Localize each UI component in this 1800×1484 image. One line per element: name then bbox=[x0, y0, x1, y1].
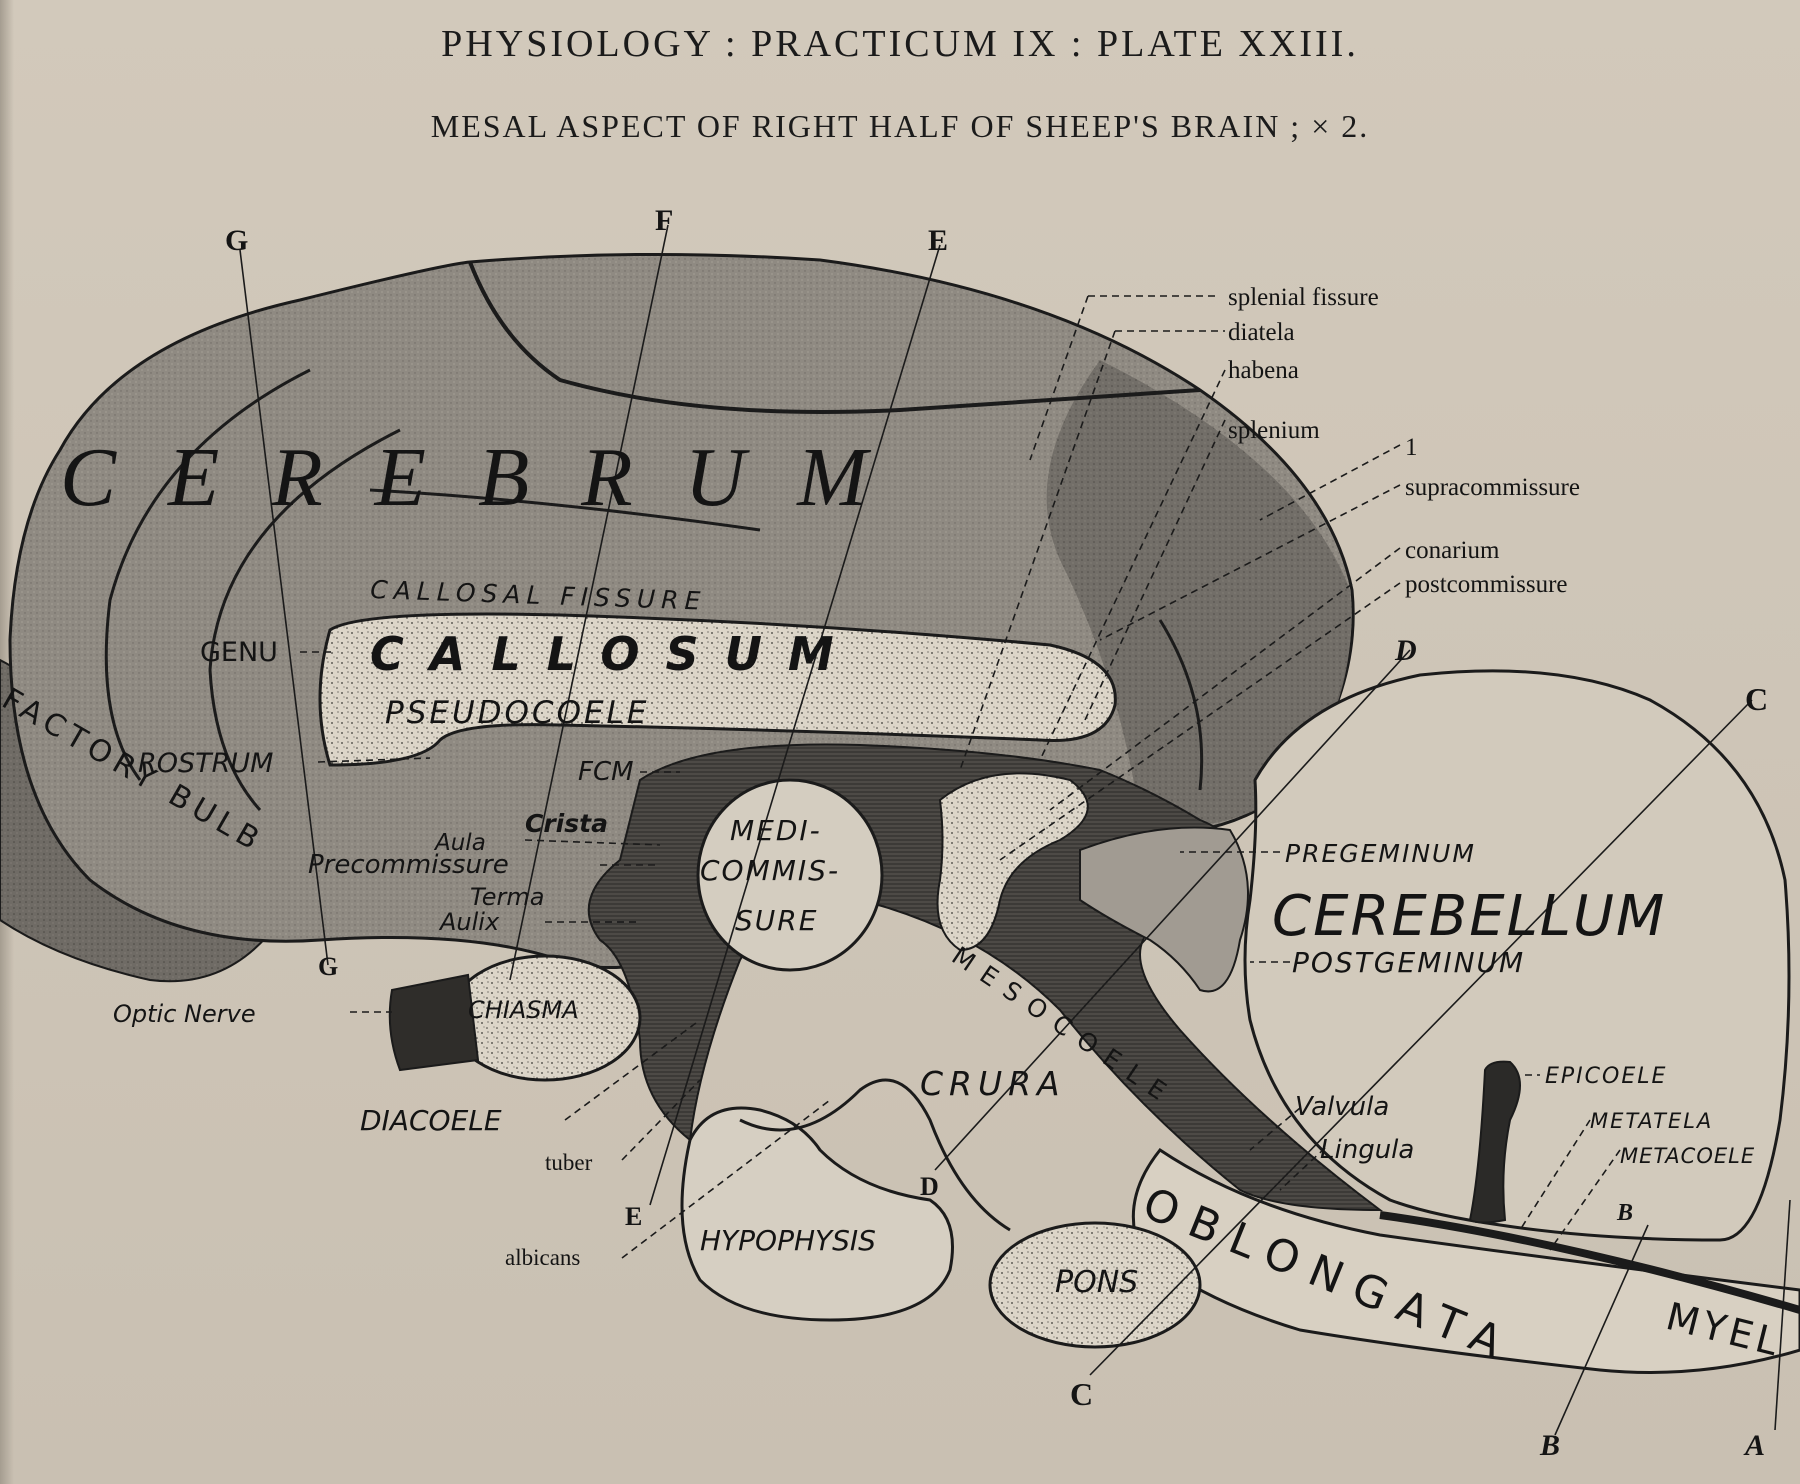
label-terma: Terma bbox=[470, 883, 544, 911]
leader-conarium bbox=[1049, 547, 1401, 811]
plate-title: PHYSIOLOGY : PRACTICUM IX : PLATE XXIII. bbox=[441, 23, 1359, 65]
cerebral-sulcus-arc-1 bbox=[104, 368, 311, 781]
medicommissure-shape bbox=[696, 778, 884, 972]
leader-valvula bbox=[1249, 1107, 1301, 1151]
section-line-c bbox=[1089, 699, 1753, 1376]
label-optic-nerve: Optic Nerve bbox=[113, 1000, 256, 1028]
epicoele-shape bbox=[1468, 1060, 1521, 1224]
label-tuber: tuber bbox=[545, 1150, 593, 1175]
crura-outline bbox=[739, 1078, 1011, 1232]
label-pseudocoele: PSEUDOCOELE bbox=[385, 695, 649, 731]
occipital-shading bbox=[1046, 360, 1352, 826]
label-valvula: Valvula bbox=[1295, 1092, 1389, 1122]
section-letter-c-right: C bbox=[1745, 681, 1768, 717]
leader-postcommissure bbox=[999, 582, 1401, 861]
conarium-shape bbox=[936, 772, 1089, 952]
section-letter-b-bottom: B bbox=[1539, 1429, 1560, 1462]
leader-albicans bbox=[621, 1099, 831, 1259]
callosum-shape bbox=[318, 612, 1117, 767]
label-supracommissure: supracommissure bbox=[1405, 474, 1580, 501]
label-one: 1 bbox=[1405, 434, 1418, 461]
label-callosum: CALLOSUM bbox=[370, 627, 860, 681]
cerebral-sulcus-upper bbox=[468, 261, 1201, 414]
plate-subtitle: MESAL ASPECT OF RIGHT HALF OF SHEEP'S BR… bbox=[430, 108, 1370, 144]
label-postgeminum: POSTGEMINUM bbox=[1292, 946, 1525, 979]
leader-aula bbox=[524, 839, 661, 846]
label-crura: CRURA bbox=[920, 1064, 1066, 1103]
label-chiasma: CHIASMA bbox=[468, 996, 579, 1024]
leader-diatela-diag bbox=[959, 330, 1116, 771]
label-cerebrum: CEREBRUM bbox=[60, 431, 919, 524]
leader-metacoele bbox=[1549, 1149, 1621, 1251]
optic-nerve-shape bbox=[388, 973, 480, 1072]
section-letter-g-top: G bbox=[225, 224, 248, 257]
section-line-f bbox=[509, 224, 669, 981]
label-aulix: Aulix bbox=[438, 908, 500, 936]
label-pregeminum: PREGEMINUM bbox=[1285, 839, 1476, 868]
label-lingula: Lingula bbox=[1320, 1135, 1414, 1165]
label-habena: habena bbox=[1228, 357, 1299, 384]
leader-splenial-fissure-diag bbox=[1029, 295, 1089, 461]
leader-rostrum bbox=[317, 757, 431, 763]
label-medicommissure-2: COMMIS- bbox=[700, 854, 840, 887]
label-aula: Aula bbox=[433, 830, 486, 856]
splenial-sulcus-arc bbox=[1158, 619, 1204, 791]
label-diacoele: DIACOELE bbox=[360, 1104, 502, 1137]
label-conarium: conarium bbox=[1405, 537, 1500, 564]
leader-diacoele bbox=[564, 1019, 701, 1121]
section-letter-e-bottom: E bbox=[625, 1202, 642, 1231]
label-medicommissure-1: MEDI- bbox=[730, 814, 822, 847]
hypophysis-shape bbox=[680, 1106, 954, 1322]
label-cerebellum: CEREBELLUM bbox=[1272, 884, 1666, 949]
label-postcommissure: postcommissure bbox=[1405, 571, 1568, 598]
section-letter-a-bottom: A bbox=[1743, 1429, 1765, 1462]
label-fcm: FCM bbox=[578, 757, 634, 787]
label-hypophysis: HYPOPHYSIS bbox=[700, 1224, 876, 1257]
cerebellum-shape bbox=[1243, 669, 1791, 1242]
label-diatela: diatela bbox=[1228, 319, 1295, 346]
central-canal bbox=[1379, 1211, 1800, 1314]
label-splenial-fissure: splenial fissure bbox=[1228, 284, 1379, 311]
section-letter-f-top: F bbox=[655, 204, 673, 237]
label-pons: PONS bbox=[1055, 1265, 1138, 1300]
leader-one bbox=[1259, 444, 1401, 521]
label-splenium: splenium bbox=[1228, 417, 1320, 444]
label-rostrum: ROSTRUM bbox=[138, 748, 273, 779]
label-epicoele: EPICOELE bbox=[1545, 1064, 1667, 1089]
geminum-shape bbox=[1079, 826, 1249, 993]
section-line-b bbox=[1554, 1224, 1649, 1436]
leader-lingula bbox=[1279, 1147, 1326, 1191]
section-line-a bbox=[1774, 1199, 1791, 1431]
section-letter-g-bottom: G bbox=[318, 952, 338, 981]
leader-tuber bbox=[621, 1079, 701, 1161]
label-crista: Crista bbox=[525, 809, 608, 838]
label-albicans: albicans bbox=[505, 1245, 580, 1270]
leader-metatela bbox=[1519, 1119, 1591, 1231]
section-line-d bbox=[934, 649, 1411, 1171]
cerebral-sulcus-arc-2 bbox=[208, 428, 401, 812]
section-letter-b-right: B bbox=[1616, 1200, 1633, 1226]
section-letter-e-top: E bbox=[928, 224, 948, 257]
leader-supracommissure bbox=[1099, 484, 1401, 641]
label-metacoele: METACOELE bbox=[1620, 1144, 1755, 1168]
section-letter-c-bottom: C bbox=[1070, 1376, 1093, 1412]
section-letter-d-bottom: D bbox=[920, 1172, 939, 1201]
leader-lines bbox=[300, 295, 1621, 1259]
section-lines bbox=[239, 224, 1791, 1436]
label-genu: GENU bbox=[200, 637, 278, 668]
cerebral-sulcus-horizontal bbox=[369, 488, 761, 532]
section-line-e bbox=[649, 244, 941, 1206]
label-metatela: METATELA bbox=[1590, 1109, 1713, 1133]
label-precommissure: Precommissure bbox=[308, 850, 509, 880]
section-line-g bbox=[239, 249, 329, 966]
label-medicommissure-3: SURE bbox=[735, 904, 818, 937]
section-letter-d-right: D bbox=[1394, 634, 1417, 667]
